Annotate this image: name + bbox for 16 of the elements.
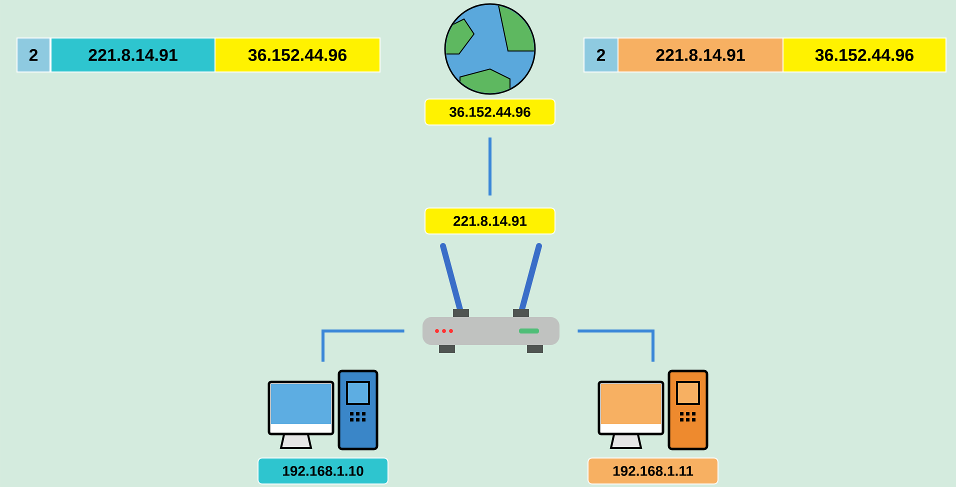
- header-cell: 221.8.14.91: [50, 38, 216, 72]
- ip-label: 192.168.1.11: [588, 458, 718, 484]
- router-drawing: [422, 243, 560, 353]
- ip-label: 192.168.1.10: [258, 458, 388, 484]
- ip-label: 36.152.44.96: [424, 98, 556, 126]
- header-cell: 2: [16, 38, 50, 72]
- header-cell: 36.152.44.96: [214, 38, 380, 72]
- connector-line: [578, 330, 654, 362]
- ip-label: 221.8.14.91: [424, 208, 556, 234]
- header-cell: 36.152.44.96: [782, 38, 946, 72]
- header-cell: 2: [584, 38, 618, 72]
- computer-drawing: [268, 370, 378, 450]
- header-cell: 221.8.14.91: [618, 38, 784, 72]
- computer-drawing: [598, 370, 708, 450]
- connector-line: [322, 330, 404, 362]
- connector-line: [488, 138, 492, 196]
